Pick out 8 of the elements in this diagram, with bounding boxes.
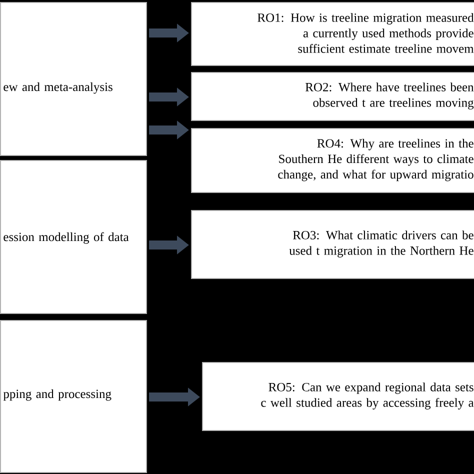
question-box: RO2: Where have treelines been observed t are treelines moving [191, 72, 474, 121]
method-box: ew and meta-analysis [0, 2, 147, 156]
method-box: pping and processing [0, 320, 147, 473]
question-box: RO1: How is treeline migration measured a currently used methods provide sufficient estimate treeline movem [191, 2, 474, 66]
question-box: RO3: What climatic drivers can be used t migration in the Northern He [191, 210, 474, 279]
question-box: RO5: Can we expand regional data sets c well studied areas by accessing freely a [202, 362, 474, 431]
method-box: ession modelling of data [0, 160, 147, 314]
question-box: RO4: Why are treelines in the Southern He different ways to climate change, and what for upward migratio [191, 128, 474, 193]
